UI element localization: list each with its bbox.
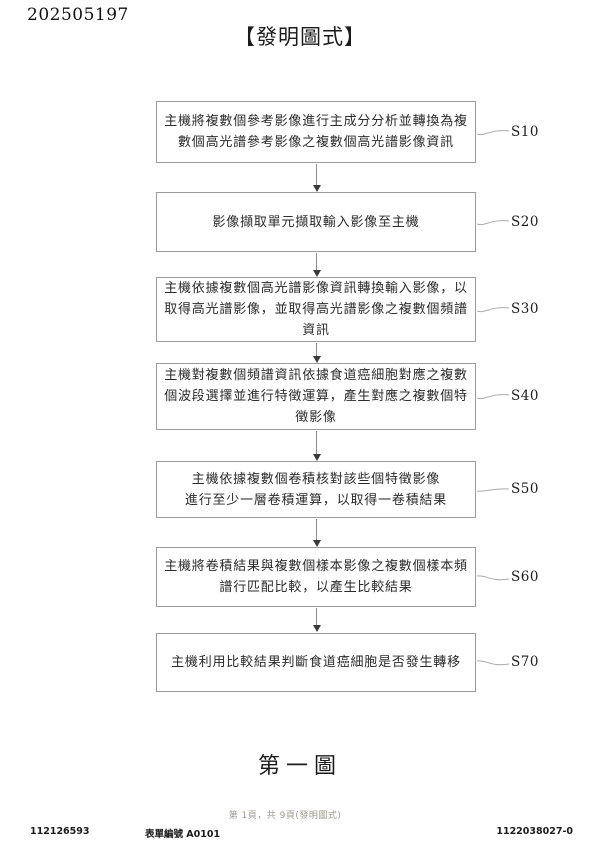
flow-step-box-s20: 影像擷取單元擷取輸入影像至主機 [156,192,476,252]
arrow-head-icon [312,356,321,363]
flow-arrow-down [312,343,321,363]
page-info: 第 1頁，共 9頁(發明圖式) [228,811,342,821]
flow-step-label: S50 [511,481,539,497]
leader-line-s50 [477,488,509,492]
flow-step-box-s50: 主機依據複數個卷積核對該些個特徵影像 進行至少一層卷積運算，以取得一卷積結果 [156,461,476,518]
flow-step-text: 主機依據複數個高光譜影像資訊轉換輸入影像，以 取得高光譜影像，並取得高光譜影像之… [164,281,468,338]
flow-step-box-s30: 主機依據複數個高光譜影像資訊轉換輸入影像，以 取得高光譜影像，並取得高光譜影像之… [156,277,476,342]
patent-publication-number: 202505197 [27,5,129,25]
flow-step-text: 影像擷取單元擷取輸入影像至主機 [212,214,420,230]
flow-step-label: S20 [511,214,539,230]
leader-line-s20 [477,220,509,226]
leader-line-s70 [477,660,509,666]
flow-step-box-s60: 主機將卷積結果與複數個樣本影像之複數個樣本頻 譜行匹配比較，以產生比較結果 [156,547,476,607]
arrow-shaft [316,164,317,185]
form-number: 表單編號 A0101 [145,829,221,840]
flow-step-text: 主機對複數個頻譜資訊依據食道癌細胞對應之複數 個波段選擇並進行特徵運算，產生對應… [164,368,468,425]
section-title: 【發明圖式】 [234,25,366,49]
arrow-shaft [316,253,317,270]
arrow-head-icon [312,185,321,192]
flow-step-box-s70: 主機利用比較結果判斷食道癌細胞是否發生轉移 [156,633,476,692]
flow-arrow-down [312,253,321,277]
leader-line-s40 [477,394,509,400]
flow-step-label: S70 [511,654,539,670]
flow-arrow-down [312,608,321,632]
arrow-shaft [316,431,317,454]
flow-step-text: 主機依據複數個卷積核對該些個特徵影像 進行至少一層卷積運算，以取得一卷積結果 [184,471,448,508]
document-number: 1122038027-0 [496,826,573,837]
figure-caption: 第一圖 [257,754,342,779]
arrow-head-icon [312,540,321,547]
leader-line-s30 [477,307,509,313]
leader-line-s10 [477,130,509,136]
flow-arrow-down [312,164,321,192]
flow-step-label: S10 [511,124,539,140]
arrow-shaft [316,519,317,540]
flow-step-label: S40 [511,388,539,404]
arrow-shaft [316,608,317,625]
flow-arrow-down [312,431,321,461]
arrow-head-icon [312,625,321,632]
application-number: 112126593 [30,826,90,837]
flow-step-label: S30 [511,301,539,317]
leader-line-s60 [477,575,509,581]
flow-step-text: 主機利用比較結果判斷食道癌細胞是否發生轉移 [171,655,461,670]
flow-step-box-s40: 主機對複數個頻譜資訊依據食道癌細胞對應之複數 個波段選擇並進行特徵運算，產生對應… [156,363,476,430]
flow-arrow-down [312,519,321,547]
flow-step-text: 主機將複數個參考影像進行主成分分析並轉換為複 數個高光譜參考影像之複數個高光譜影… [164,114,468,150]
arrow-head-icon [312,270,321,277]
flow-step-label: S60 [511,569,539,585]
flow-step-box-s10: 主機將複數個參考影像進行主成分分析並轉換為複 數個高光譜參考影像之複數個高光譜影… [156,101,476,163]
arrow-head-icon [312,454,321,461]
flow-step-text: 主機將卷積結果與複數個樣本影像之複數個樣本頻 譜行匹配比較，以產生比較結果 [164,559,468,595]
arrow-shaft [316,343,317,356]
